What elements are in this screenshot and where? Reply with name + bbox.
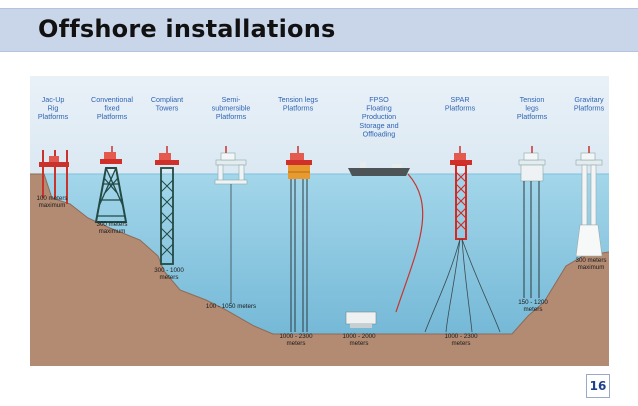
slide-title: Offshore installations	[38, 15, 336, 43]
fpso-structure	[345, 162, 424, 328]
tension-leg-2-structure	[518, 146, 546, 298]
depth-label-4: 100 - 1050 meters	[206, 303, 256, 310]
page-number: 16	[586, 374, 610, 398]
compliant-tower-structure	[155, 146, 179, 265]
seabed	[30, 174, 609, 366]
title-bar: Offshore installations	[0, 8, 638, 52]
spar-structure	[424, 146, 501, 333]
tension-leg-structure	[286, 146, 312, 332]
sky	[30, 76, 609, 174]
semi-submersible-structure	[214, 146, 248, 304]
gravity-platform-structure	[575, 146, 603, 257]
jackup-rig-structure	[39, 150, 69, 204]
fixed-platform-structure	[94, 146, 128, 223]
